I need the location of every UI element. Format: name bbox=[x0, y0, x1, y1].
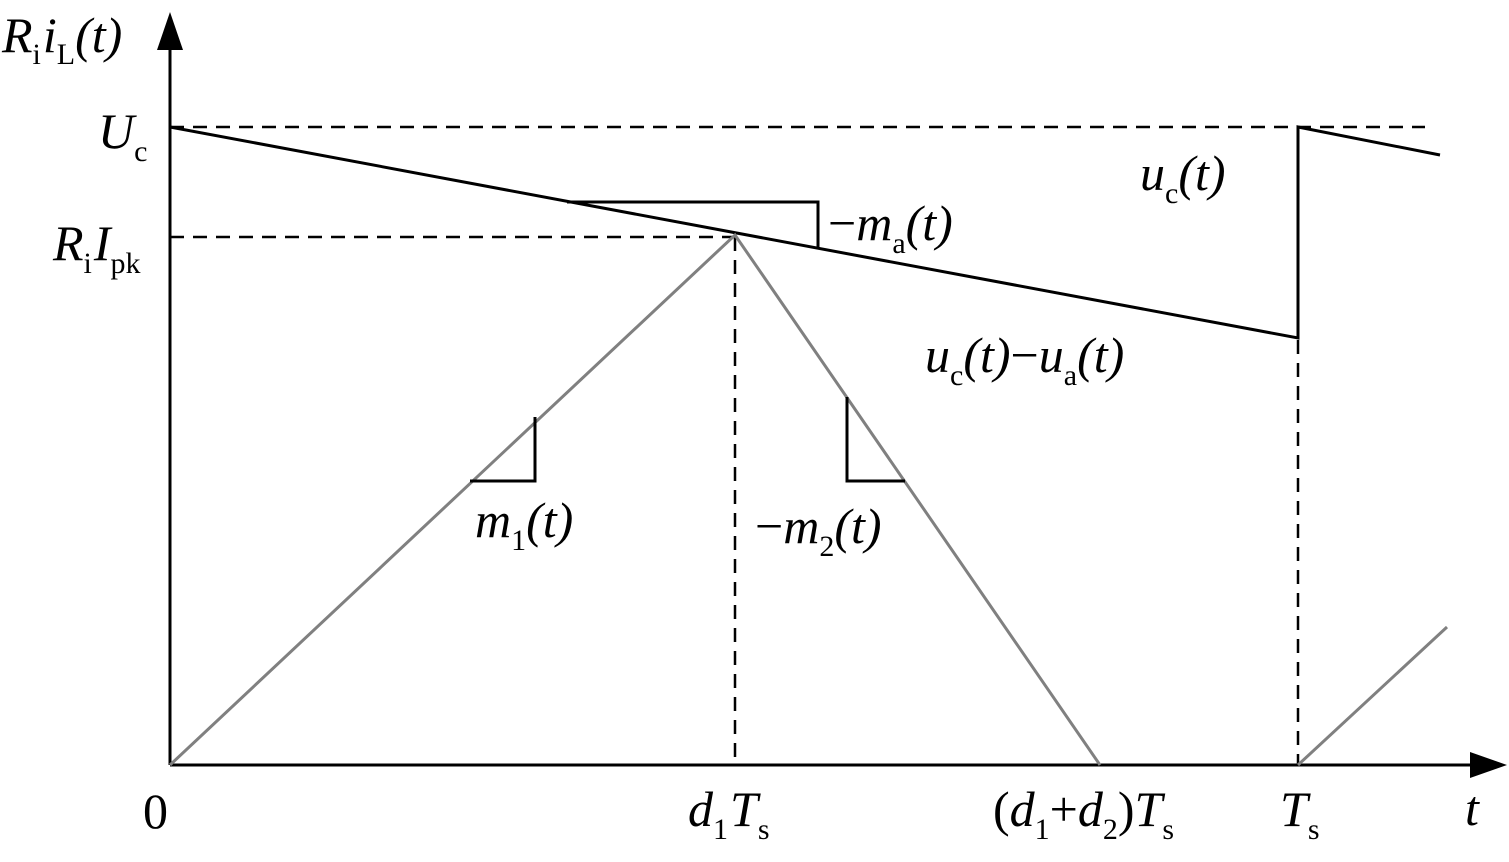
uc-annotation: uc(t) bbox=[1140, 145, 1226, 210]
y-axis-label: RiiL(t) bbox=[1, 7, 122, 71]
uc-minus-ua-annotation: uc(t)−ua(t) bbox=[925, 327, 1124, 392]
ts-tick-label: Ts bbox=[1280, 781, 1320, 846]
inductor-current-waveform bbox=[168, 232, 1102, 767]
ma-slope-triangle bbox=[567, 200, 820, 248]
d1ts-tick-label: d1Ts bbox=[688, 781, 770, 846]
x-axis-label: t bbox=[1465, 780, 1480, 836]
uc-level-label: Uc bbox=[98, 103, 147, 168]
m2-annotation: −m2(t) bbox=[755, 498, 882, 563]
inductor-current-next-cycle bbox=[1296, 625, 1449, 767]
x-axis-arrow bbox=[1470, 752, 1507, 778]
ma-annotation: −ma(t) bbox=[828, 195, 953, 260]
origin-label: 0 bbox=[143, 783, 168, 839]
m2-slope-triangle bbox=[845, 397, 905, 483]
y-axis-arrow bbox=[157, 12, 183, 50]
control-ramp-line bbox=[169, 125, 1441, 340]
m1-slope-triangle bbox=[470, 417, 537, 483]
peak-level-label: RiIpk bbox=[52, 215, 141, 280]
m1-annotation: m1(t) bbox=[475, 492, 573, 557]
d1d2ts-tick-label: (d1+d2)Ts bbox=[993, 781, 1174, 846]
